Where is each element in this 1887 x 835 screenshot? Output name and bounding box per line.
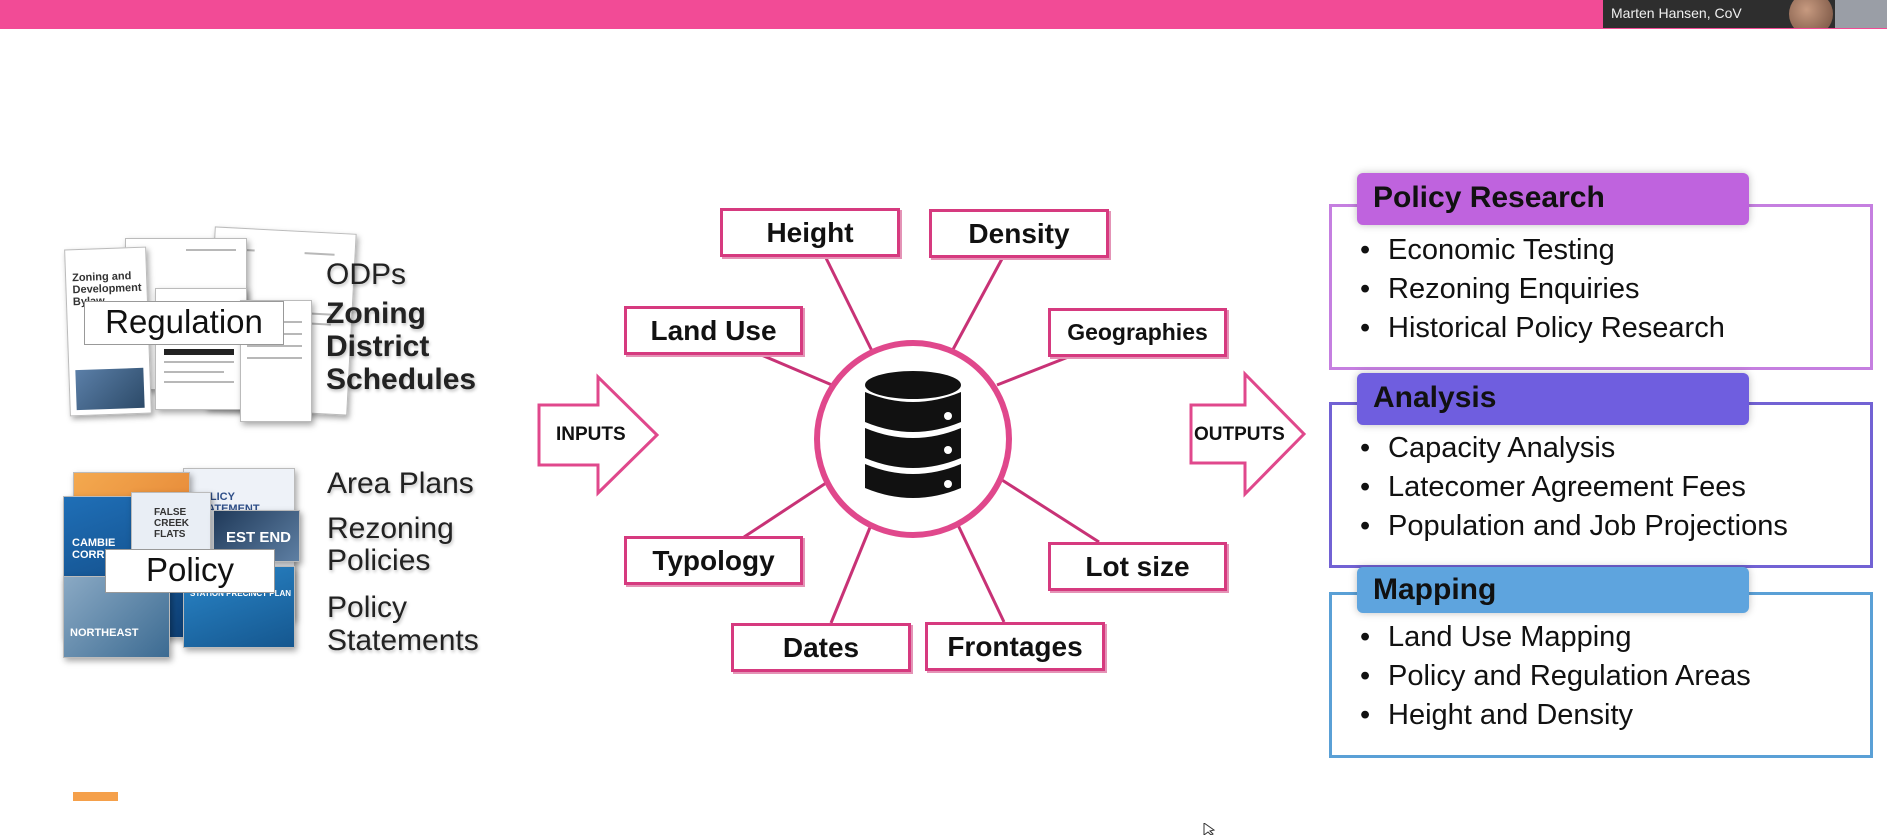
spoke-lot-size (1001, 478, 1100, 544)
rezoning-label: Rezoning (327, 512, 454, 545)
attribute-lot-size: Lot size (1048, 542, 1227, 591)
output-list-mapping: •Land Use Mapping •Policy and Regulation… (1360, 618, 1751, 735)
spoke-frontages (956, 524, 1006, 623)
participant-name: Marten Hansen, CoV (1611, 5, 1742, 21)
participant-face (1789, 0, 1833, 28)
attribute-height: Height (720, 208, 900, 257)
area-plans-label: Area Plans (327, 467, 474, 500)
inputs-arrow (537, 373, 660, 497)
output-list-policy-research: •Economic Testing •Rezoning Enquiries •H… (1360, 231, 1725, 348)
output-title-analysis: Analysis (1357, 373, 1749, 425)
policy-label: Policy (105, 549, 275, 593)
attribute-land-use: Land Use (624, 306, 803, 355)
spoke-land-use (758, 352, 833, 387)
attribute-density: Density (929, 209, 1109, 258)
odps-label: ODPs (326, 258, 407, 291)
list-item: •Land Use Mapping (1360, 621, 1632, 653)
database-icon (865, 371, 961, 498)
list-item: •Population and Job Projections (1360, 510, 1788, 542)
list-item: •Capacity Analysis (1360, 432, 1616, 464)
attribute-frontages: Frontages (925, 622, 1105, 671)
mouse-cursor-icon (1203, 823, 1216, 835)
output-panel-policy-research (1329, 204, 1873, 370)
spoke-density (948, 256, 1005, 356)
list-item: •Historical Policy Research (1360, 312, 1725, 344)
schedules-label: Schedules (326, 363, 477, 396)
slide-accent-bar (73, 792, 118, 801)
outputs-arrow-label: OUTPUTS (1194, 424, 1285, 445)
spoke-typology (743, 481, 827, 539)
list-item: •Economic Testing (1360, 234, 1615, 266)
spoke-height (823, 255, 876, 356)
list-item: •Policy and Regulation Areas (1360, 660, 1751, 692)
list-item: •Latecomer Agreement Fees (1360, 471, 1746, 503)
policy-word-label: Policy (327, 591, 408, 624)
statements-label: Statements (327, 624, 479, 657)
output-title-policy-research: Policy Research (1357, 173, 1749, 225)
top-bar (0, 0, 1887, 29)
video-thumbnail[interactable]: Marten Hansen, CoV (1603, 0, 1887, 28)
outputs-arrow (1189, 370, 1307, 498)
inputs-arrow-label: INPUTS (556, 424, 626, 445)
policies-label: Policies (327, 544, 431, 577)
policy-collage: POLICY STATEMENT CAMBIE CORRIDOR FALSE C… (63, 466, 300, 658)
attribute-geographies: Geographies (1048, 308, 1227, 357)
district-label: District (326, 330, 430, 363)
output-panel-mapping (1329, 592, 1873, 758)
regulation-label: Regulation (84, 301, 284, 345)
spoke-geographies (996, 350, 1082, 387)
list-item: •Height and Density (1360, 699, 1634, 731)
zoning-label: Zoning (326, 297, 426, 330)
attribute-dates: Dates (731, 623, 911, 672)
output-list-analysis: •Capacity Analysis •Latecomer Agreement … (1360, 429, 1788, 546)
list-item: •Rezoning Enquiries (1360, 273, 1640, 305)
spoke-dates (829, 524, 873, 624)
output-title-mapping: Mapping (1357, 567, 1749, 613)
attribute-typology: Typology (624, 536, 803, 585)
